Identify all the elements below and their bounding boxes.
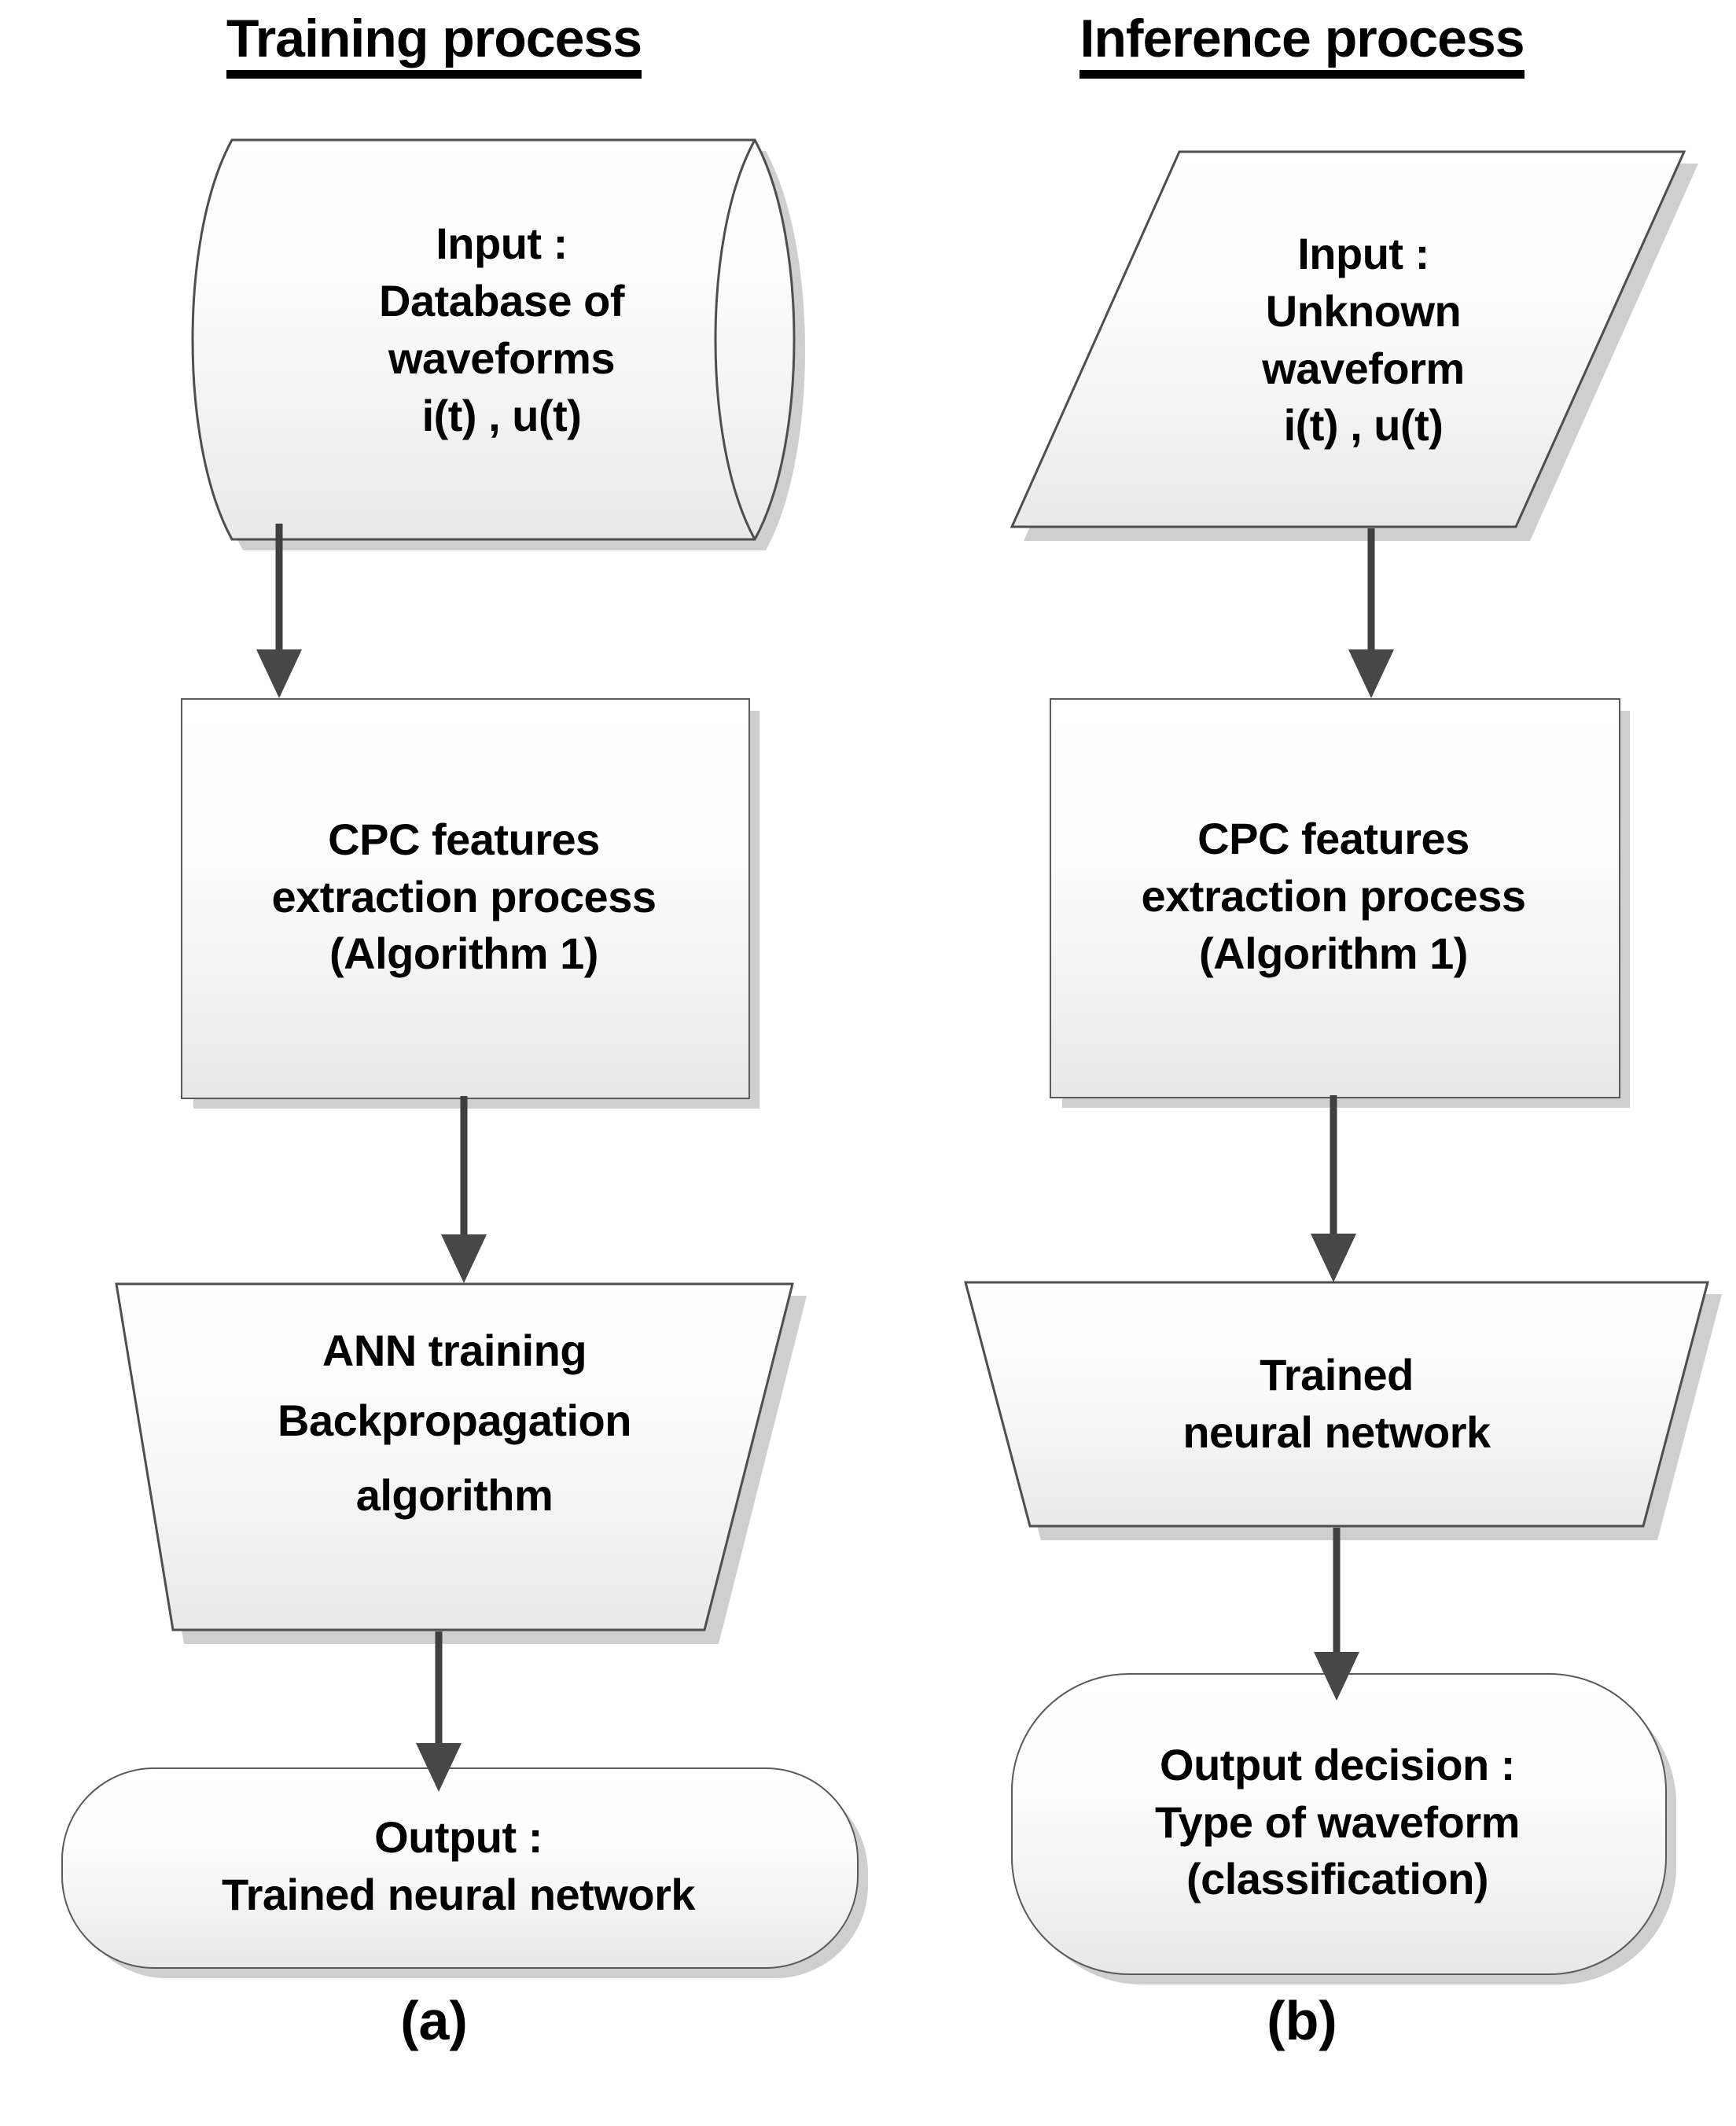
node-text-line: CPC features <box>1197 814 1469 864</box>
arrow-a-2 <box>428 1096 499 1285</box>
arrow-head <box>1314 1652 1359 1701</box>
node-text-line: Backpropagation <box>278 1395 631 1445</box>
arrow-head <box>441 1234 487 1283</box>
arrow-b-2 <box>1298 1095 1369 1284</box>
panel-training-process: Training process Input : Database of wav… <box>0 9 868 2052</box>
node-text-line: i(t) , u(t) <box>1283 400 1444 451</box>
node-text: Output decision : Type of waveform (clas… <box>1011 1673 1664 1972</box>
arrow-head <box>1311 1234 1356 1282</box>
node-trained-neural-network: Trained neural network <box>964 1280 1722 1540</box>
node-text-line: (Algorithm 1) <box>1199 928 1468 978</box>
arrow-head <box>1348 649 1394 698</box>
node-text: ANN training Backpropagation algorithm <box>115 1282 794 1672</box>
trapezoid-shape <box>115 1282 794 1631</box>
parallelogram-shape <box>1010 150 1686 528</box>
arrow-stem <box>435 1631 443 1745</box>
node-text: Input : Database of waveforms i(t) , u(t… <box>149 137 840 524</box>
node-text-line: Unknown <box>1265 285 1462 336</box>
arrow-stem <box>460 1096 468 1236</box>
node-cpc-extraction-a: CPC features extraction process (Algorit… <box>181 698 760 1109</box>
trapezoid-shape <box>964 1281 1709 1528</box>
node-text-line: ANN training <box>322 1326 587 1375</box>
node-text-line: neural network <box>1182 1407 1491 1457</box>
node-text-line: Output decision : <box>1160 1739 1515 1789</box>
rectangle-shape <box>181 698 750 1099</box>
rounded-rectangle-shape <box>1011 1673 1667 1975</box>
node-text-line: waveforms <box>388 333 616 383</box>
node-text-line: Input : <box>1297 228 1429 278</box>
arrow-stem <box>1333 1528 1341 1653</box>
arrow-stem <box>1330 1095 1337 1235</box>
node-output-trained-network: Output : Trained neural network <box>61 1767 868 1978</box>
arrow-b-3 <box>1301 1528 1372 1702</box>
panel-a-caption-text: (a) <box>400 1990 468 2051</box>
node-ann-training: ANN training Backpropagation algorithm <box>115 1282 807 1644</box>
node-text-line: algorithm <box>355 1469 554 1520</box>
node-text-line: Input : <box>436 219 568 269</box>
node-text: CPC features extraction process (Algorit… <box>181 698 747 1096</box>
node-text-line: CPC features <box>328 814 600 864</box>
panel-b-caption-text: (b) <box>1267 1990 1337 2051</box>
node-text: CPC features extraction process (Algorit… <box>1050 698 1617 1095</box>
node-text: Input : Unknown waveform i(t) , u(t) <box>1010 149 1701 531</box>
arrow-a-1 <box>244 524 314 698</box>
node-text: Output : Trained neural network <box>61 1767 855 1966</box>
rectangle-shape <box>1050 698 1620 1098</box>
node-text-line: Trained neural network <box>221 1870 696 1919</box>
node-text-line: extraction process <box>271 871 657 921</box>
panel-a-title: Training process <box>0 9 868 79</box>
panel-a-caption: (a) <box>0 1989 868 2052</box>
arrow-head <box>416 1743 462 1792</box>
panel-b-caption: (b) <box>868 1989 1736 2052</box>
panel-a-title-text: Training process <box>226 9 642 79</box>
node-input-database: Input : Database of waveforms i(t) , u(t… <box>149 137 826 550</box>
panel-inference-process: Inference process Input : Unknown wavefo… <box>868 0 1736 2126</box>
node-output-decision: Output decision : Type of waveform (clas… <box>1011 1673 1676 1984</box>
node-text-line: (classification) <box>1186 1854 1489 1904</box>
node-text-line: Type of waveform <box>1155 1797 1520 1847</box>
node-text-line: Database of <box>379 276 624 326</box>
arrow-stem <box>275 524 283 651</box>
node-input-unknown-waveform: Input : Unknown waveform i(t) , u(t) <box>1010 149 1698 541</box>
node-text-line: extraction process <box>1141 871 1526 921</box>
panel-b-title: Inference process <box>868 9 1736 79</box>
node-text: Trained neural network <box>964 1280 1709 1539</box>
node-text-line: Trained <box>1260 1349 1414 1400</box>
node-cpc-extraction-b: CPC features extraction process (Algorit… <box>1050 698 1630 1108</box>
arrow-b-1 <box>1336 528 1407 698</box>
node-text-line: i(t) , u(t) <box>421 390 582 440</box>
arrow-stem <box>1367 528 1375 651</box>
panel-b-title-text: Inference process <box>1079 9 1525 79</box>
arrow-a-3 <box>403 1631 474 1792</box>
node-text-line: (Algorithm 1) <box>329 929 598 979</box>
arrow-head <box>256 649 302 698</box>
node-text-line: Output : <box>374 1812 542 1863</box>
cylinder-shape <box>191 138 796 541</box>
node-text-line: waveform <box>1262 343 1465 393</box>
